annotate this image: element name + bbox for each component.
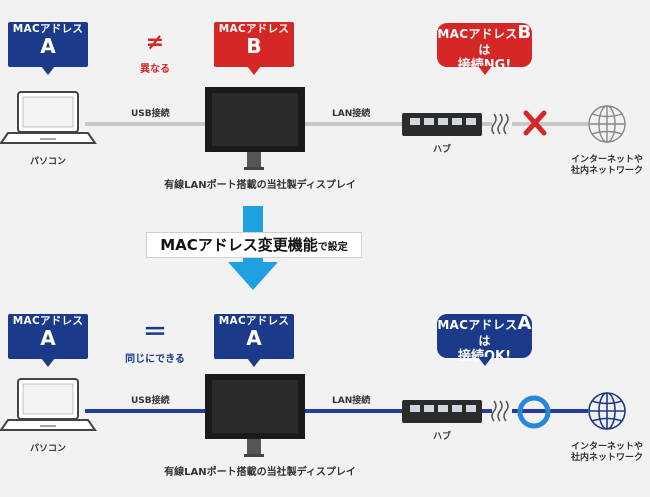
bubble-line2: A (40, 326, 56, 350)
laptop-icon-bottom (0, 378, 97, 431)
bubble-line2: A (40, 34, 56, 58)
bubble-line1b: A (517, 313, 532, 334)
pc-label-bottom: パソコン (29, 444, 66, 454)
bubble-line1c: は (478, 43, 491, 57)
bubble-line1: MACアドレス (218, 23, 290, 35)
monitor-icon-top (205, 87, 305, 170)
display-caption-bottom: 有線LANポート搭載の当社製ディスプレイ (164, 467, 356, 478)
mac-address-bubble-network-bottom: MACアドレスA は 接続OK! (437, 313, 532, 366)
equal-symbol: ＝ (143, 318, 167, 346)
ok-circle-icon (517, 395, 551, 429)
network-label-top-2: 社内ネットワーク (570, 166, 643, 176)
network-label-bottom-1: インターネットや (570, 442, 643, 452)
usb-label-bottom: USB接続 (131, 396, 170, 406)
cable-break-icon-top (491, 113, 509, 135)
lan-label-top: LAN接続 (332, 109, 371, 119)
mac-address-bubble-display-top: MACアドレス B (214, 22, 294, 75)
bubble-line1: MACアドレス (218, 315, 290, 327)
bubble-line1a: MACアドレス (437, 27, 518, 41)
bubble-line2: 接続NG! (457, 58, 512, 73)
hub-label-bottom: ハブ (432, 432, 451, 442)
bubble-line1b: B (517, 22, 532, 43)
hub-label-top: ハブ (432, 145, 451, 155)
network-label-bottom-2: 社内ネットワーク (570, 453, 643, 463)
bubble-line1: MACアドレス (12, 23, 84, 35)
mac-address-bubble-pc-top: MACアドレス A (8, 22, 88, 75)
bubble-line1c: は (478, 334, 491, 348)
bubble-line1: MACアドレス (12, 315, 84, 327)
display-caption-top: 有線LANポート搭載の当社製ディスプレイ (164, 180, 356, 191)
bubble-line2: 接続OK! (457, 349, 512, 364)
same-label: 同じにできる (125, 354, 185, 365)
bubble-line2: A (246, 326, 262, 350)
lan-label-bottom: LAN接続 (332, 396, 371, 406)
ng-cross-icon (523, 110, 547, 136)
network-label-top-1: インターネットや (570, 155, 643, 165)
mac-address-bubble-pc-bottom: MACアドレス A (8, 314, 88, 367)
cable-break-icon-bottom (491, 400, 509, 422)
not-equal-symbol: ≠ (145, 30, 165, 55)
globe-icon-top (588, 105, 626, 143)
globe-icon-bottom (588, 392, 626, 430)
pc-label-top: パソコン (29, 157, 66, 167)
mid-label-small: で設定 (317, 242, 348, 253)
hub-icon-top (402, 113, 482, 136)
usb-label-top: USB接続 (131, 109, 170, 119)
mid-label-main: MACアドレス変更機能 (160, 236, 318, 254)
monitor-icon-bottom (205, 374, 305, 457)
laptop-icon-top (0, 91, 97, 144)
mac-change-function-label: MACアドレス変更機能で設定 (146, 232, 362, 258)
bubble-line2: B (246, 34, 262, 58)
bubble-line1a: MACアドレス (437, 318, 518, 332)
mac-address-bubble-display-bottom: MACアドレス A (214, 314, 294, 367)
hub-icon-bottom (402, 400, 482, 423)
mac-address-bubble-network-top: MACアドレスB は 接続NG! (437, 22, 532, 75)
differ-label: 異なる (140, 64, 170, 75)
